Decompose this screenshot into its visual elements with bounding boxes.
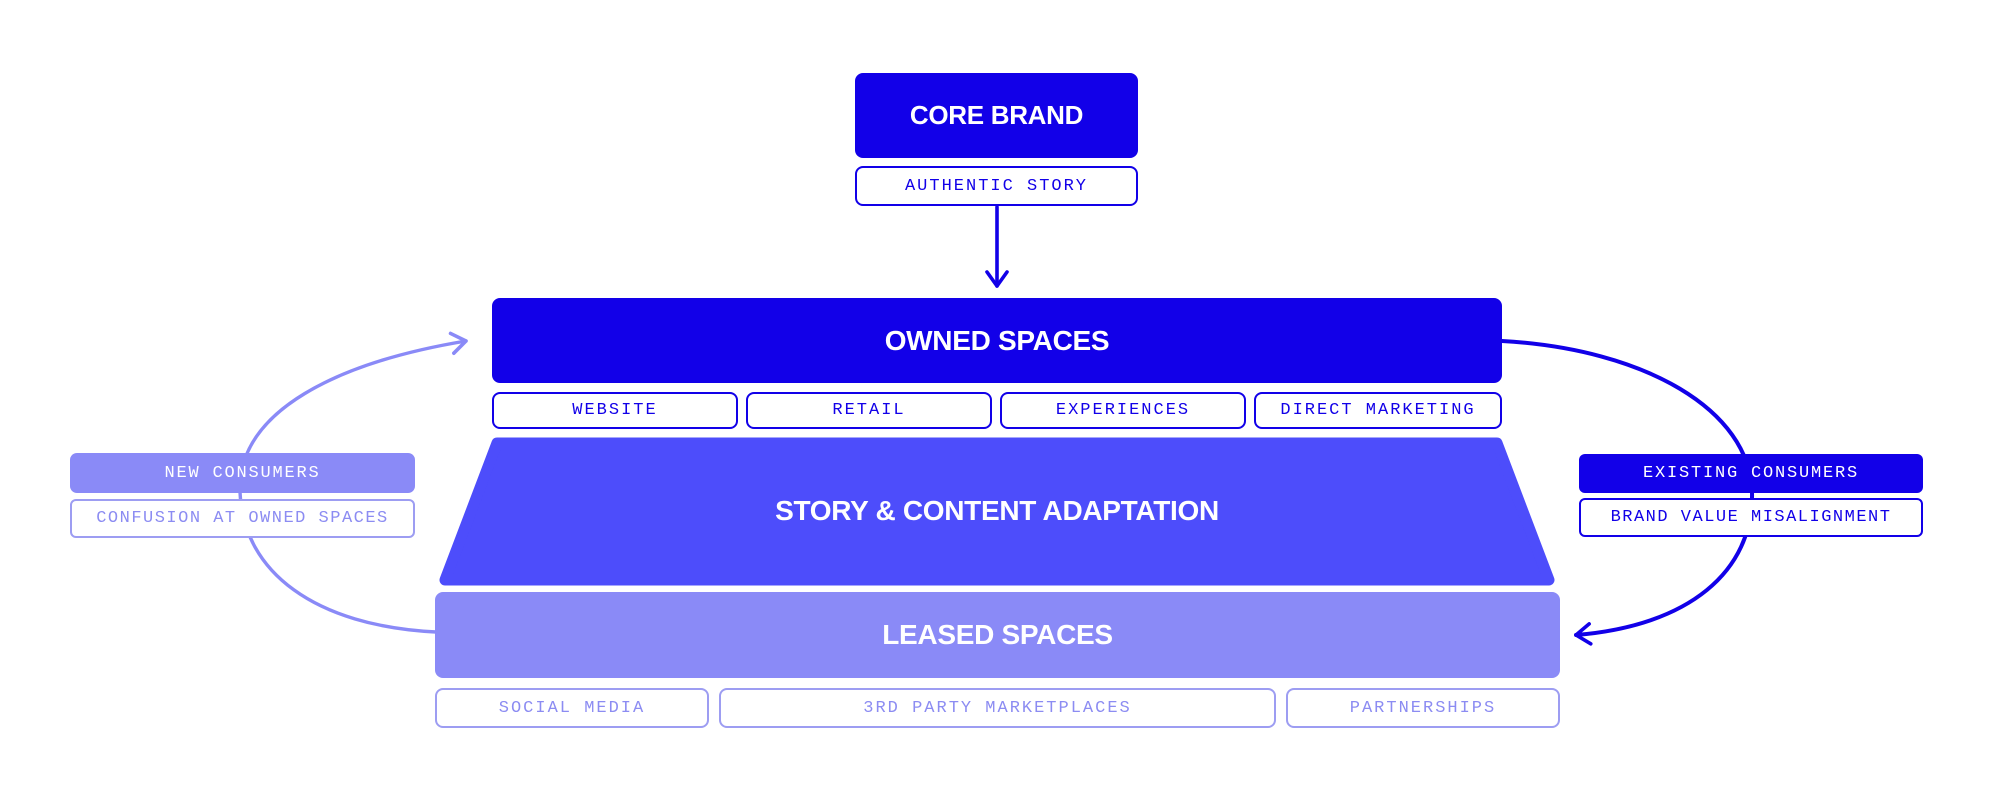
adaptation-label: STORY & CONTENT ADAPTATION (775, 495, 1219, 526)
core-brand-box: CORE BRAND (855, 73, 1138, 158)
owned-channel-website: WEBSITE (492, 392, 738, 429)
brand-value-misalignment-tag: BRAND VALUE MISALIGNMENT (1579, 498, 1923, 537)
authentic-story-box: AUTHENTIC STORY (855, 166, 1138, 206)
leased-channel-social-media: SOCIAL MEDIA (435, 688, 709, 728)
existing-consumers-tag: EXISTING CONSUMERS (1579, 454, 1923, 493)
owned-channel-retail: RETAIL (746, 392, 992, 429)
confusion-at-owned-spaces-tag: CONFUSION AT OWNED SPACES (70, 499, 415, 538)
leased-channel-partnerships: PARTNERSHIPS (1286, 688, 1560, 728)
leased-channel-3rd-party-marketplaces: 3RD PARTY MARKETPLACES (719, 688, 1276, 728)
leased-spaces-bar: LEASED SPACES (435, 592, 1560, 678)
owned-channel-direct-marketing: DIRECT MARKETING (1254, 392, 1502, 429)
adaptation-trapezoid (439, 437, 1555, 586)
owned-channel-experiences: EXPERIENCES (1000, 392, 1246, 429)
new-consumers-tag: NEW CONSUMERS (70, 453, 415, 493)
owned-spaces-bar: OWNED SPACES (492, 298, 1502, 383)
